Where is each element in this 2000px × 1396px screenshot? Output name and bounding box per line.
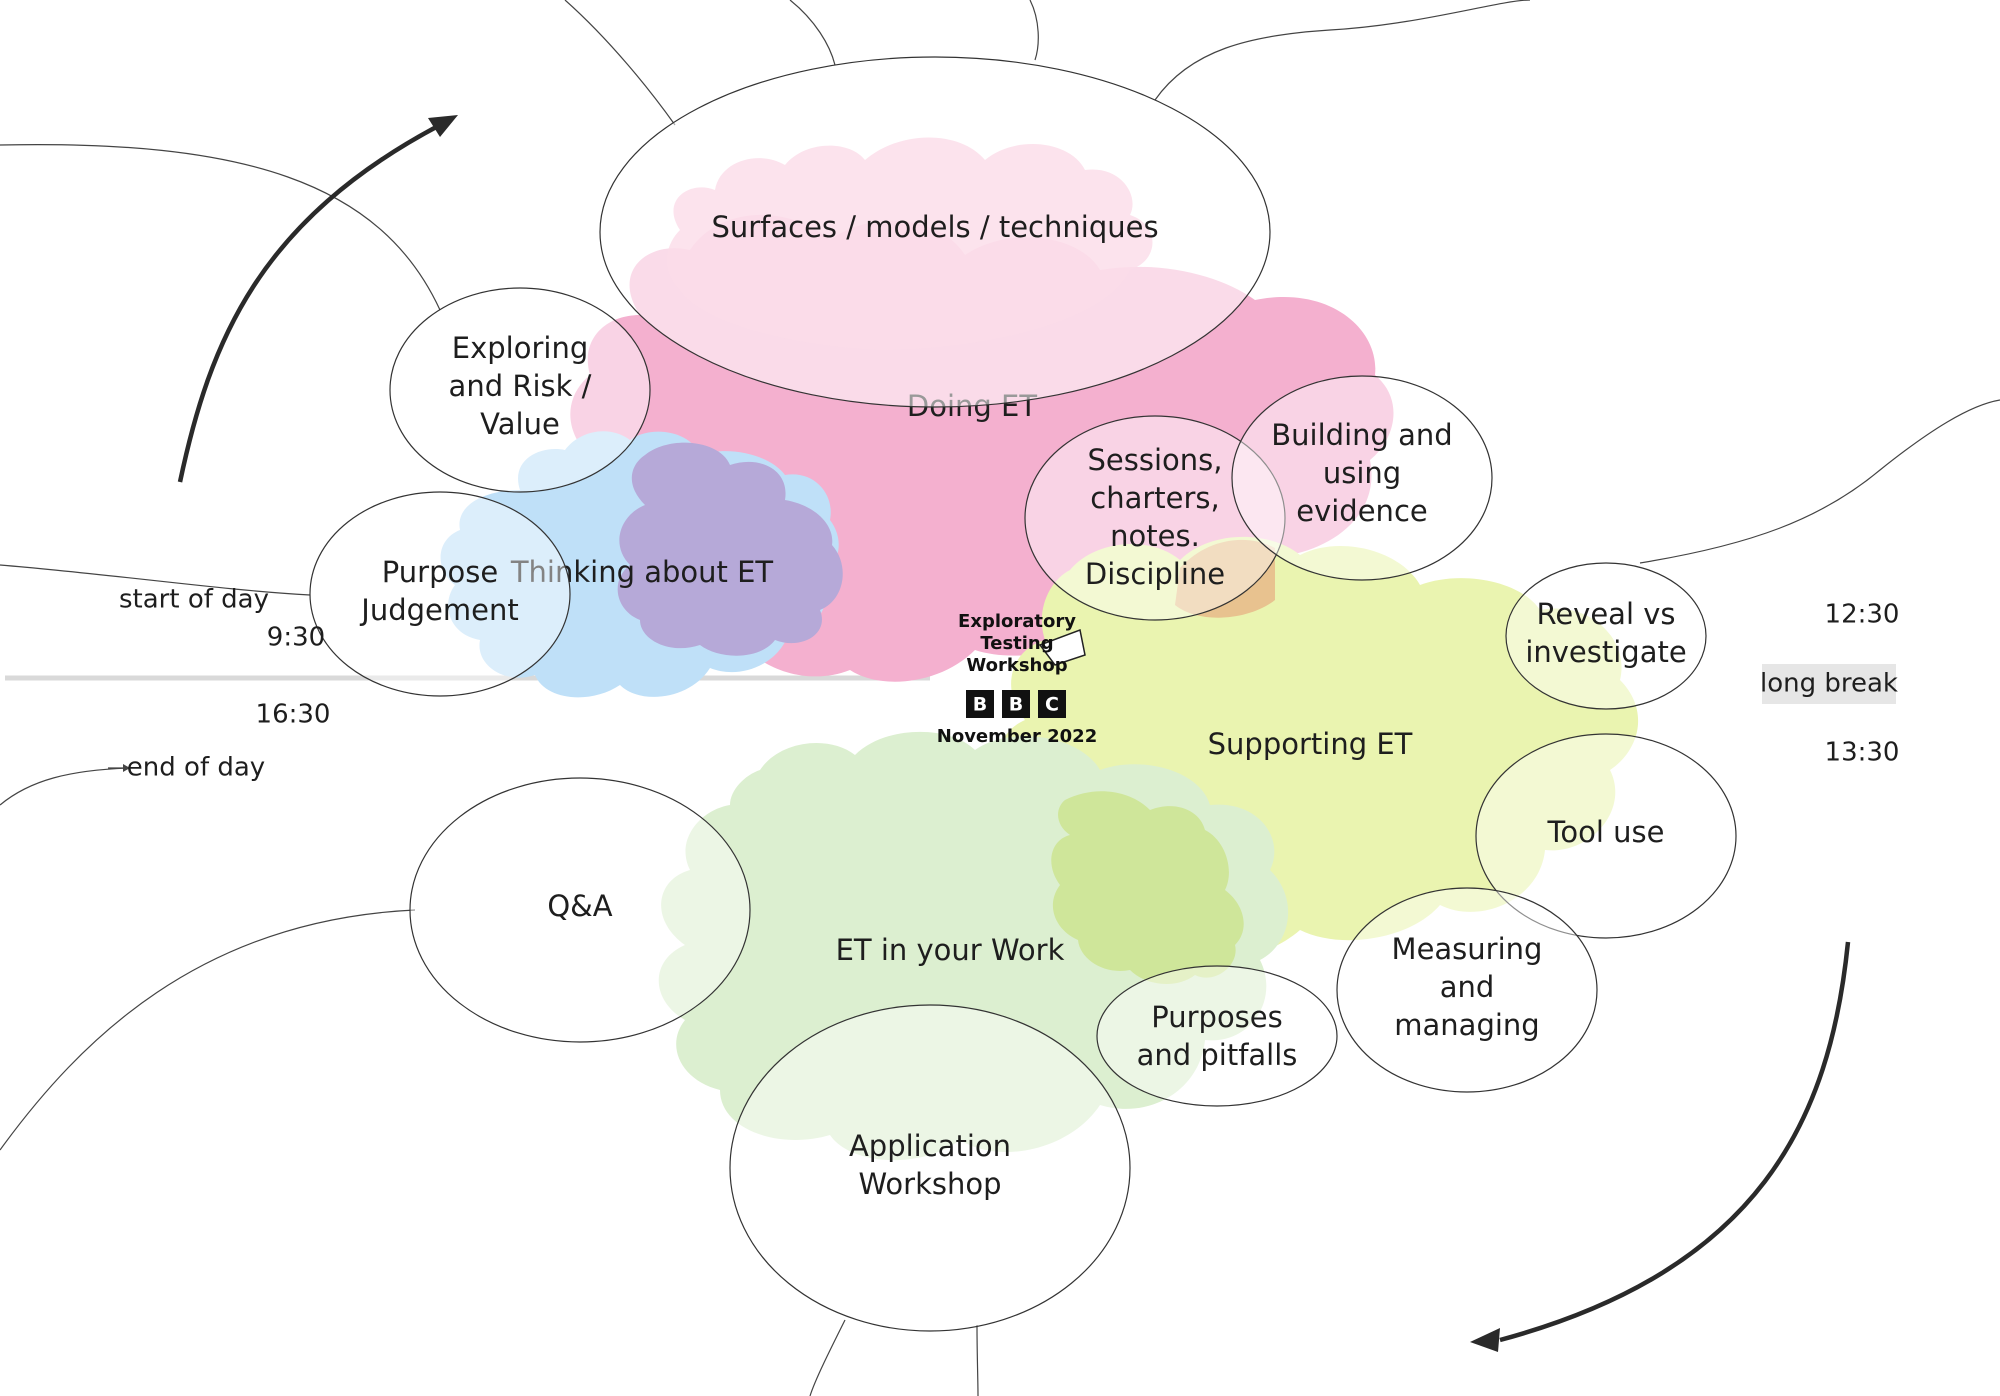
bubble-outline: [309, 491, 571, 697]
workshop-logo: Exploratory Testing Workshop B B C Novem…: [937, 611, 1097, 747]
bubble-outline: [1475, 733, 1737, 939]
bubble-label: Q&A: [547, 889, 612, 923]
bubble-label-line: Value: [480, 407, 560, 441]
end-of-day-label: end of day: [127, 753, 265, 783]
long-break-highlight: [1762, 664, 1896, 704]
bbc-letter: C: [1045, 694, 1059, 716]
bubble-label-line: Reveal vs: [1536, 597, 1675, 631]
bbc-letter: B: [1009, 694, 1023, 716]
bubble-label-line: and Risk /: [449, 369, 592, 403]
bubble-application-workshop[interactable]: Application Workshop: [729, 1004, 1131, 1332]
thread-line: [809, 1319, 846, 1396]
bubble-outline: [1505, 562, 1707, 710]
thread-line: [1639, 399, 2000, 564]
bubble-label-line: Application: [849, 1129, 1011, 1163]
bubble-outline: [1096, 965, 1338, 1107]
bubble-label-line: Discipline: [1085, 557, 1225, 591]
midday-end-time: 13:30: [1825, 738, 1900, 768]
bubble-label-line: managing: [1394, 1008, 1539, 1042]
bubble-cloud-fill: [666, 137, 1153, 350]
bubble-label-line: Purpose: [382, 555, 498, 589]
end-time: 16:30: [256, 700, 331, 730]
long-break-label: long break: [1760, 669, 1898, 699]
thread-line: [0, 909, 416, 1151]
midday-start-time: 12:30: [1825, 600, 1900, 630]
timeline-labels: start of day 9:30 16:30 end of day 12:30…: [108, 585, 1899, 783]
bubble-label: Surfaces / models / techniques: [711, 210, 1158, 244]
bubble-label-line: investigate: [1525, 635, 1686, 669]
bubble-outline: [409, 777, 751, 1043]
thread-line: [0, 564, 311, 596]
thread-line: [789, 0, 836, 66]
bubble-label: Tool use: [1547, 815, 1665, 849]
bubble-label-line: Measuring: [1392, 932, 1543, 966]
bubble-label-line: Sessions,: [1088, 443, 1223, 477]
bubble-tool-use[interactable]: Tool use: [1475, 733, 1737, 939]
thread-line: [564, 0, 676, 126]
logo-title-line: Exploratory: [958, 611, 1076, 632]
bubble-label-line: Workshop: [858, 1167, 1001, 1201]
direction-arrow-bottom: [1470, 941, 1851, 1352]
bubble-label-line: charters,: [1090, 481, 1219, 515]
thread-line: [0, 767, 131, 806]
bubble-label-line: Purposes: [1151, 1000, 1283, 1034]
bubble-surfaces-models-techniques[interactable]: Surfaces / models / techniques: [599, 56, 1271, 408]
logo-pointer: [1038, 628, 1086, 666]
bbc-letter: B: [973, 694, 987, 716]
bubble-label-line: Judgement: [359, 593, 518, 627]
thread-line: [1154, 0, 1531, 101]
cloud-label: ET in your Work: [836, 933, 1065, 967]
bubble-purposes-pitfalls[interactable]: Purposes and pitfalls: [1096, 965, 1338, 1107]
bubble-reveal-vs-investigate[interactable]: Reveal vs investigate: [1505, 562, 1707, 710]
end-of-day-pointer: [108, 764, 130, 772]
bubble-outline: [1024, 415, 1286, 621]
bubble-label-line: evidence: [1296, 494, 1427, 528]
direction-arrow-top: [177, 115, 458, 483]
bubble-outline: [1336, 887, 1598, 1093]
logo-title-line: Workshop: [966, 655, 1067, 676]
bubble-measuring-managing[interactable]: Measuring and managing: [1336, 887, 1598, 1093]
logo-date: November 2022: [937, 726, 1097, 747]
bubble-sessions-charters-notes[interactable]: Sessions, charters, notes. Discipline: [1024, 415, 1286, 621]
bubble-outline: [389, 287, 651, 493]
cloud-label: Supporting ET: [1208, 727, 1413, 761]
bubble-building-using-evidence[interactable]: Building and using evidence: [1231, 375, 1493, 581]
bubble-label-line: and: [1440, 970, 1495, 1004]
bubble-label-line: notes.: [1110, 519, 1200, 553]
start-time: 9:30: [267, 623, 325, 653]
bubble-label-line: Exploring: [452, 331, 588, 365]
logo-title-line: Testing: [980, 633, 1053, 654]
thread-line: [976, 1324, 979, 1396]
start-of-day-label: start of day: [119, 585, 269, 615]
bbc-logo: B B C: [966, 690, 1066, 718]
cloud-label: Thinking about ET: [510, 555, 774, 589]
thread-line: [0, 144, 441, 311]
bubble-purpose-judgement[interactable]: Purpose Judgement: [309, 491, 571, 697]
bubble-outline: [1231, 375, 1493, 581]
bubble-exploring-risk-value[interactable]: Exploring and Risk / Value: [389, 287, 651, 493]
bubble-label-line: using: [1323, 456, 1401, 490]
bubble-label-line: Building and: [1271, 418, 1452, 452]
bubble-qa[interactable]: Q&A: [409, 777, 751, 1043]
overlap-region: [1175, 539, 1275, 618]
cloud-et-in-your-work[interactable]: ET in your Work: [658, 731, 1289, 1161]
bubble-outline: [729, 1004, 1131, 1332]
bubble-label-line: and pitfalls: [1137, 1038, 1298, 1072]
cloud-thinking-about-et[interactable]: Thinking about ET: [440, 431, 843, 698]
thread-line: [1029, 0, 1039, 61]
